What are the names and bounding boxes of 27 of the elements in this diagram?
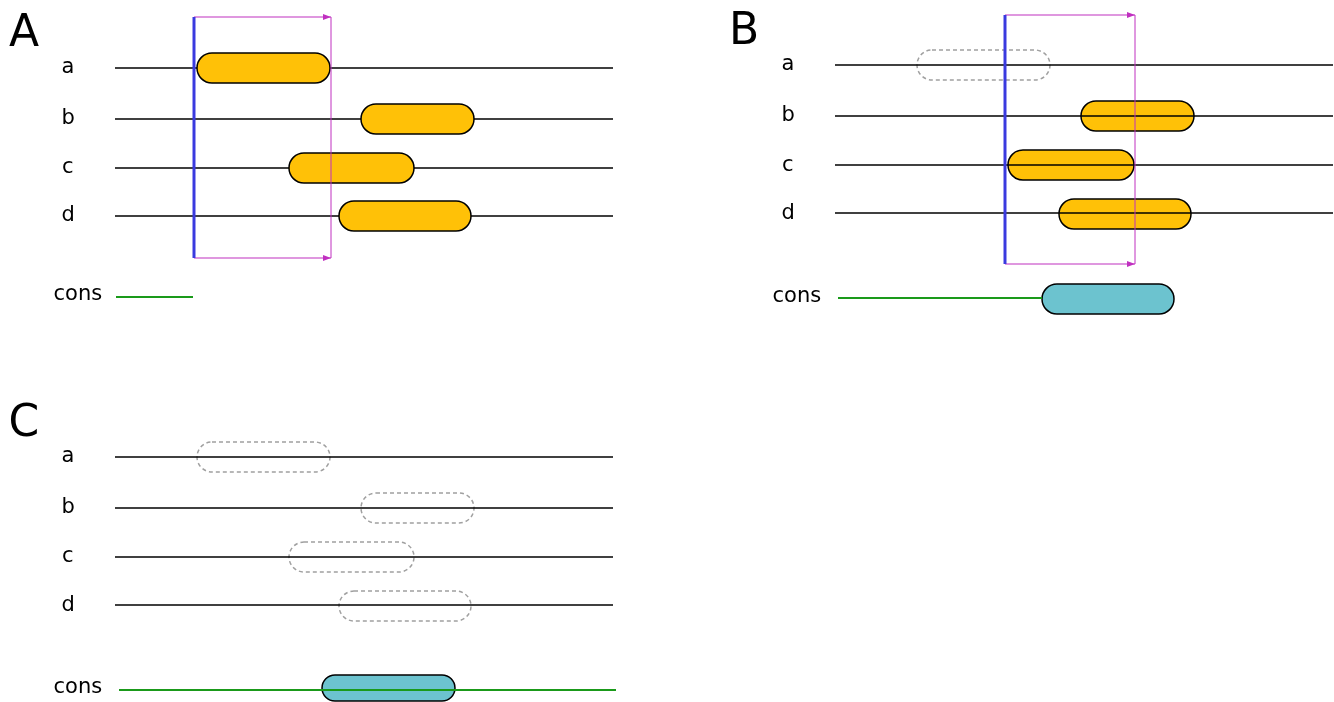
consensus-label: cons [772, 285, 822, 307]
row-label: b [61, 496, 75, 518]
consensus-segment-pill [321, 674, 456, 702]
row-label: b [61, 107, 75, 129]
row-label: c [62, 545, 74, 567]
row-label: d [61, 594, 75, 616]
row-label: d [781, 202, 795, 224]
segment-pill [196, 52, 331, 84]
consensus-segment-pill [1041, 283, 1175, 315]
segment-pill [360, 103, 475, 135]
row-label: b [781, 104, 795, 126]
row-label: a [61, 445, 75, 467]
segment-pill [1080, 100, 1195, 132]
panel-letter: C [8, 398, 40, 443]
row-label: a [781, 53, 795, 75]
row-label: a [61, 56, 75, 78]
segment-pill [338, 200, 472, 232]
consensus-label: cons [53, 676, 103, 698]
consensus-label: cons [53, 283, 103, 305]
row-label: d [61, 204, 75, 226]
row-label: c [62, 156, 74, 178]
panel-letter: A [9, 8, 40, 53]
segment-pill [288, 152, 415, 184]
segment-pill [1007, 149, 1135, 181]
panel-letter: B [729, 6, 760, 51]
row-label: c [782, 154, 794, 176]
segment-pill [1058, 198, 1192, 230]
